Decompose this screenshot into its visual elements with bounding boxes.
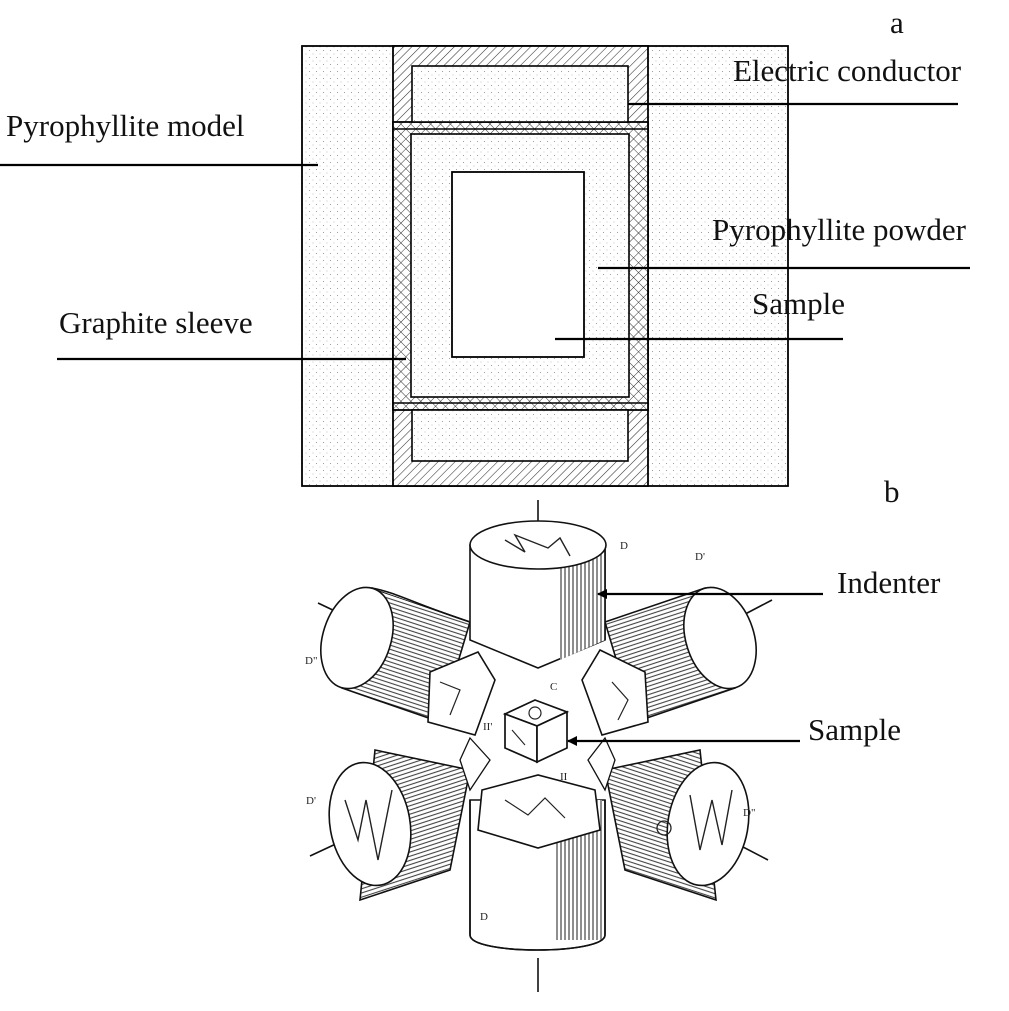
label-sample-b: Sample	[808, 712, 901, 747]
label-indenter: Indenter	[837, 565, 941, 600]
mark-d-double-right: D"	[743, 807, 755, 819]
panel-a-letter: a	[890, 5, 904, 40]
indenter-lower-right	[604, 749, 750, 902]
label-pyrophyllite-model: Pyrophyllite model	[6, 108, 245, 143]
sample-a	[451, 171, 585, 358]
indenter-lower-left	[328, 749, 471, 902]
sample-cube	[502, 699, 570, 764]
panel-a: a Pyrophyllite model Electric conductor …	[0, 5, 970, 487]
mark-d-bottom: D	[480, 911, 488, 923]
mark-ii-prime: II'	[483, 721, 492, 733]
label-sample-a: Sample	[752, 286, 845, 321]
top-plug	[411, 65, 629, 123]
panel-b-letter: b	[884, 474, 900, 509]
bottom-plug	[411, 409, 629, 462]
mark-d-prime-right: D'	[695, 551, 705, 563]
mark-d-double-left: D"	[305, 655, 317, 667]
label-graphite-sleeve: Graphite sleeve	[59, 305, 253, 340]
mark-c: C	[550, 681, 557, 693]
mark-d-top: D	[620, 540, 628, 552]
label-electric-conductor: Electric conductor	[733, 53, 962, 88]
panel-b: b	[305, 474, 941, 992]
indenter-top	[469, 520, 607, 669]
mark-ii: II	[560, 771, 568, 783]
anvil-blocks	[427, 648, 649, 849]
indenter-upper-left	[320, 586, 471, 724]
label-pyrophyllite-powder: Pyrophyllite powder	[712, 212, 967, 247]
mark-d-prime-left: D'	[306, 795, 316, 807]
